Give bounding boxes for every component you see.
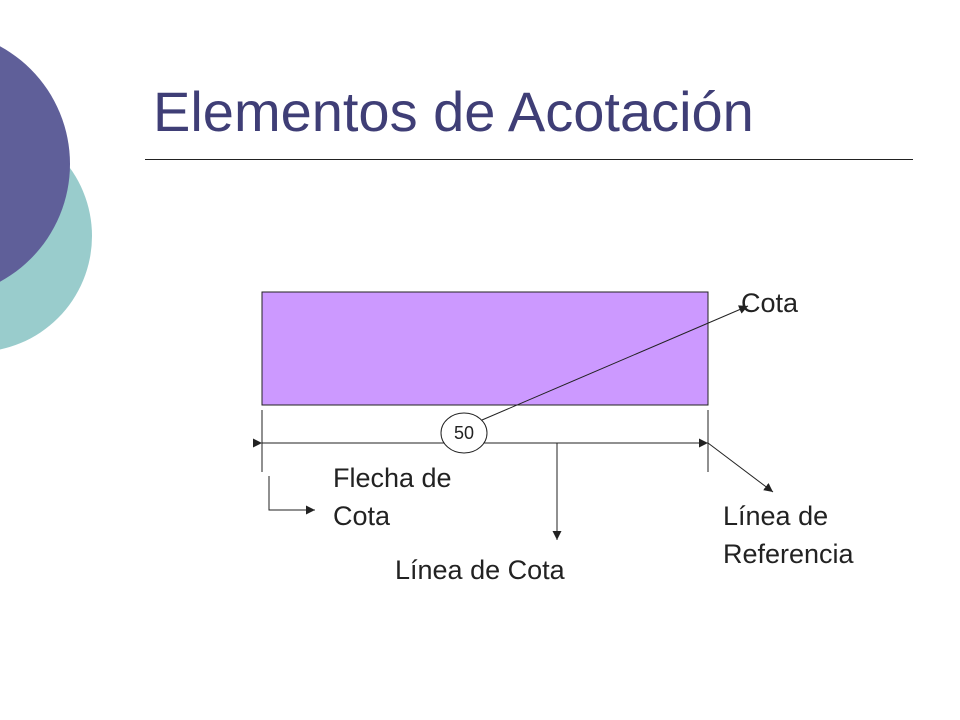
title-underline (145, 159, 913, 160)
leader-linea-de-referencia (707, 442, 774, 493)
label-flecha-de-cota: Flecha de Cota (333, 459, 452, 535)
label-linea-de-referencia: Línea de Referencia (723, 497, 854, 573)
decorative-circles (0, 46, 92, 350)
leader-cota (481, 305, 749, 421)
purple-circle (0, 46, 70, 282)
leader-flecha-de-cota (268, 476, 315, 515)
label-cota: Cota (741, 288, 799, 318)
label-flecha-de-cota-line2: Cota (333, 501, 391, 531)
slide-title: Elementos de Acotación (153, 80, 754, 143)
label-linea-de-referencia-line2: Referencia (723, 539, 854, 569)
dimensioned-shape (261, 291, 709, 406)
label-linea-de-referencia-line1: Línea de (723, 501, 829, 531)
dimension-value: 50 (453, 423, 475, 443)
label-linea-de-cota: Línea de Cota (395, 555, 565, 585)
dimension-value-circle (440, 412, 488, 454)
label-flecha-de-cota-line1: Flecha de (333, 463, 452, 493)
